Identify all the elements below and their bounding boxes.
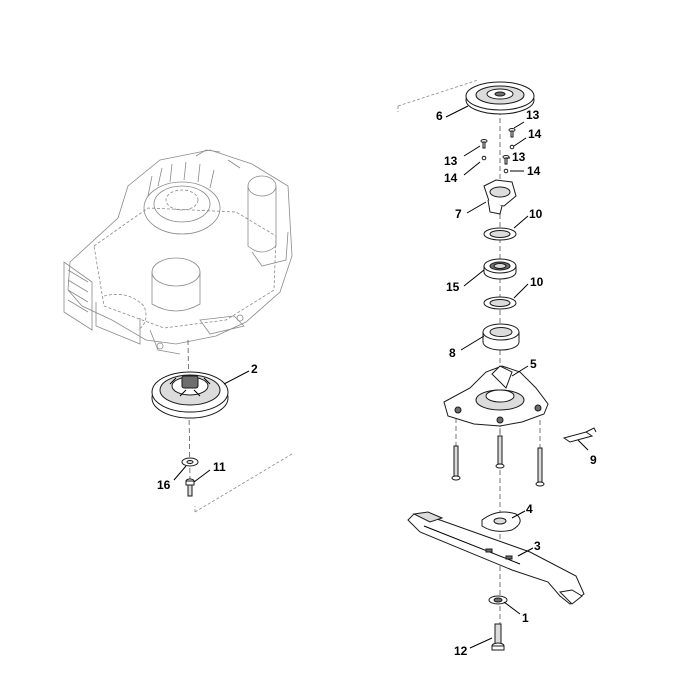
callout-14-top: 14	[528, 127, 542, 141]
callout-12: 12	[454, 644, 468, 658]
part-16-washer	[181, 457, 199, 467]
callout-15: 15	[446, 280, 460, 294]
part-9-clip	[562, 427, 597, 443]
part-10-ring-upper	[483, 227, 517, 241]
callout-13-left: 13	[444, 154, 458, 168]
part-15-bearing	[483, 258, 517, 280]
part-2-pulley-disc	[151, 371, 229, 419]
callout-3: 3	[534, 539, 541, 553]
callout-16: 16	[157, 478, 171, 492]
part-8-bushing	[482, 323, 520, 351]
part-11-bolt	[185, 478, 195, 497]
callout-10-upper: 10	[529, 207, 543, 221]
part-1-washer	[488, 595, 508, 605]
callout-1: 1	[522, 611, 529, 625]
part-6-top-pulley	[465, 81, 535, 115]
callout-13-top: 13	[526, 108, 540, 122]
engine-illustration	[63, 149, 293, 355]
part-5-flange	[443, 365, 549, 427]
callout-8: 8	[449, 346, 456, 360]
part-7-coupling	[483, 179, 517, 215]
callout-10-lower: 10	[530, 275, 544, 289]
part-10-ring-lower	[483, 296, 517, 310]
frame-lines	[194, 79, 479, 513]
callout-4: 4	[526, 502, 533, 516]
callout-13-mid: 13	[512, 150, 526, 164]
leader-lines	[173, 105, 589, 649]
callout-11: 11	[213, 460, 226, 474]
callout-7: 7	[455, 207, 462, 221]
part-4-adapter	[481, 511, 521, 532]
flange-bolts	[451, 435, 545, 487]
part-3-blade	[407, 511, 585, 605]
part-13-14-fasteners	[480, 128, 516, 174]
callout-9: 9	[590, 453, 597, 467]
callout-2: 2	[251, 362, 258, 376]
callout-6: 6	[436, 109, 443, 123]
callout-14-mid: 14	[527, 164, 541, 178]
callout-5: 5	[530, 357, 537, 371]
part-12-bolt	[491, 623, 505, 651]
callout-14-left: 14	[444, 171, 458, 185]
callout-labels: 2 16 11 6 13 14 13 14 13 14 7 10 15 10 8…	[157, 108, 597, 658]
